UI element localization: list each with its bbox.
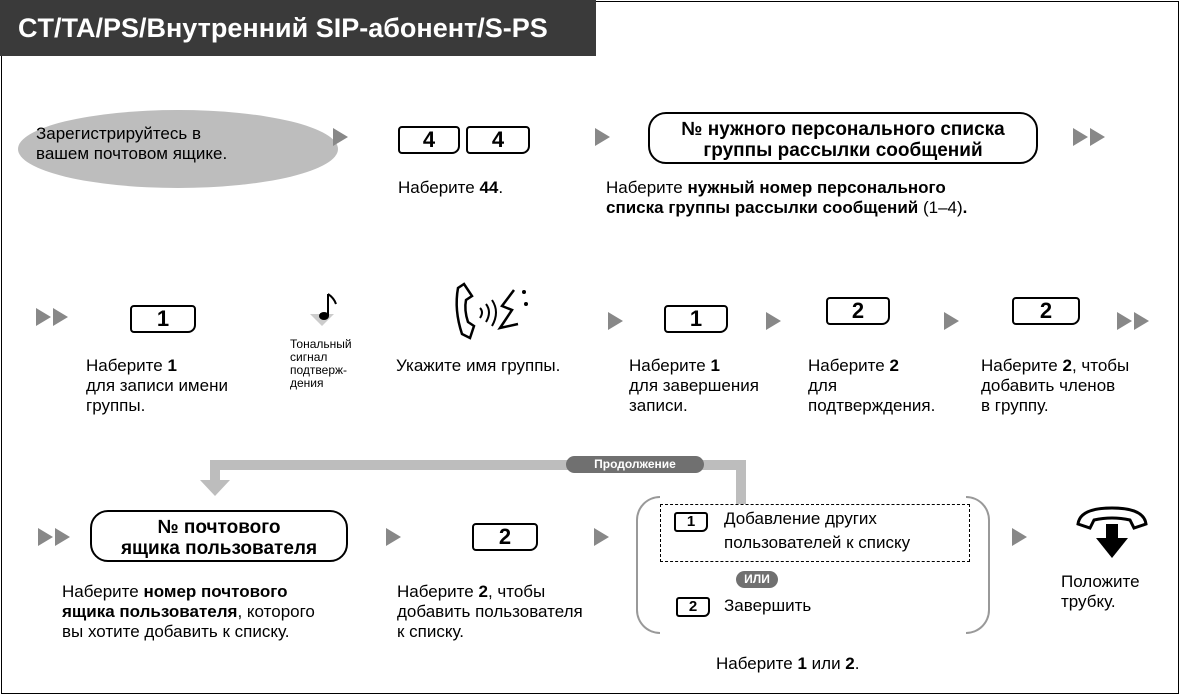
loop-line — [210, 460, 220, 482]
arrow-right-icon — [55, 528, 70, 546]
arrow-right-icon — [595, 128, 610, 146]
arrow-right-icon — [1073, 128, 1088, 146]
loop-line — [736, 460, 746, 504]
option-2-text: Завершить — [724, 596, 812, 615]
arrow-right-icon — [766, 312, 781, 330]
arrow-right-icon — [944, 312, 959, 330]
continue-label: Продолжение — [566, 456, 704, 473]
choose-desc: Наберите 1 или 2. — [716, 654, 860, 673]
loop-line — [210, 460, 746, 470]
arrow-right-icon — [608, 312, 623, 330]
mailbox-number-desc: Наберите номер почтового ящика пользоват… — [62, 582, 315, 641]
speaking-handset-icon — [455, 282, 528, 340]
music-note-icon — [310, 293, 337, 326]
dial-44-text: Наберите 44. — [398, 178, 504, 197]
arrow-right-icon — [1134, 312, 1149, 330]
start-step-ellipse — [18, 110, 338, 188]
key-1: 1 — [130, 305, 196, 333]
or-label: ИЛИ — [736, 571, 778, 588]
arrow-right-icon — [1117, 312, 1132, 330]
arrow-right-icon — [333, 128, 348, 146]
key-1: 1 — [664, 305, 728, 333]
arrow-right-icon — [1012, 528, 1027, 546]
arrow-right-icon — [594, 528, 609, 546]
arrow-right-icon — [1090, 128, 1105, 146]
arrow-right-icon — [386, 528, 401, 546]
loop-arrow-icon — [200, 480, 230, 496]
key-2: 2 — [1012, 297, 1080, 325]
key-1: 1 — [674, 512, 708, 532]
hang-up-icon — [1076, 506, 1148, 558]
list-number-desc: Наберите нужный номер персонального спис… — [606, 178, 968, 217]
arrow-right-icon — [38, 528, 53, 546]
speak-group-name: Укажите имя группы. — [396, 356, 561, 375]
option-1-frame — [660, 504, 970, 562]
arrow-right-icon — [36, 308, 51, 326]
key-4: 4 — [398, 126, 460, 154]
options-bracket-left — [636, 496, 660, 634]
key-2: 2 — [676, 597, 710, 617]
key-2: 2 — [826, 297, 890, 325]
key-2: 2 — [472, 523, 538, 551]
page-title: CT/TA/PS/Внутренний SIP-абонент/S-PS — [0, 0, 596, 56]
key-4: 4 — [466, 126, 530, 154]
arrow-right-icon — [53, 308, 68, 326]
